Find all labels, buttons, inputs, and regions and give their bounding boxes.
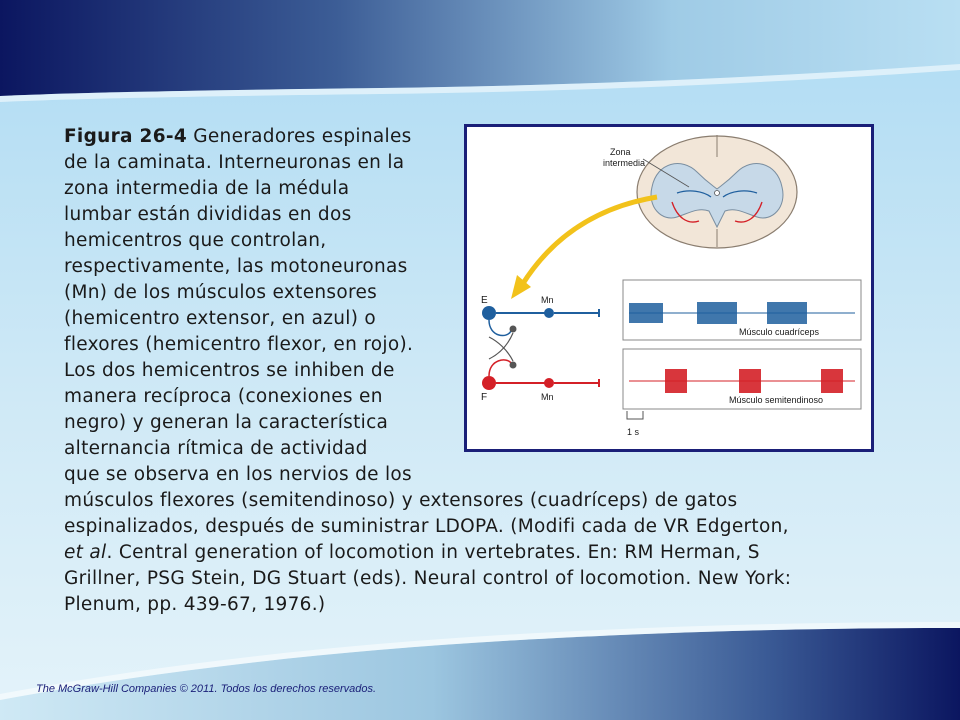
caption-line: Los dos hemicentros se inhiben de [64, 360, 395, 381]
semitendinosus-label: Músculo semitendinoso [729, 395, 823, 405]
caption-line: hemicentros que controlan, [64, 230, 327, 251]
caption-line: manera recíproca (conexiones en [64, 386, 383, 407]
spinal-cord-cross-section [636, 135, 798, 249]
caption-line: Plenum, pp. 439-67, 1976.) [64, 594, 326, 615]
scale-bar [626, 411, 644, 420]
neuron-circuit [482, 306, 600, 390]
figure-illustration: Zona intermedia E F Mn Mn [481, 135, 862, 437]
caption-line: que se observa en los nervios de los [64, 464, 412, 485]
scale-label: 1 s [627, 427, 640, 437]
caption-line: de la caminata. Interneuronas en la [64, 152, 405, 173]
caption-line: (hemicentro extensor, en azul) o [64, 308, 377, 329]
quadriceps-label: Músculo cuadríceps [739, 327, 820, 337]
caption-line: negro) y generan la característica [64, 412, 389, 433]
zone-label-line1: Zona [610, 147, 631, 157]
copyright-footer: The McGraw-Hill Companies © 2011. Todos … [36, 683, 377, 695]
curved-arrow [519, 194, 658, 287]
caption-line: músculos flexores (semitendinoso) y exte… [64, 490, 738, 511]
caption-line: zona intermedia de la médula [64, 178, 350, 199]
extensor-label: E [481, 295, 488, 306]
flexor-label: F [481, 392, 487, 403]
caption-line: et al. Central generation of locomotion … [64, 542, 760, 563]
zone-label-line2: intermedia [603, 158, 645, 168]
figure-label: Figura 26-4 [64, 126, 188, 147]
caption-italic: et al [64, 542, 107, 563]
semitendinosus-trace-panel [622, 348, 862, 410]
caption-line: Figura 26-4 Generadores espinales [64, 126, 412, 147]
caption-line: alternancia rítmica de actividad [64, 438, 368, 459]
caption-line: Grillner, PSG Stein, DG Stuart (eds). Ne… [64, 568, 792, 589]
curved-arrow-head [511, 275, 531, 299]
motoneuron-label-top: Mn [541, 295, 554, 305]
caption-line: lumbar están divididas en dos [64, 204, 352, 225]
figure-panel: Zona intermedia E F Mn Mn [464, 124, 874, 452]
caption-line: espinalizados, después de suministrar LD… [64, 516, 789, 537]
caption-line: flexores (hemicentro flexor, en rojo). [64, 334, 414, 355]
caption-line: respectivamente, las motoneuronas [64, 256, 408, 277]
motoneuron-label-bottom: Mn [541, 392, 554, 402]
quadriceps-trace-panel [622, 279, 862, 341]
caption-line: (Mn) de los músculos extensores [64, 282, 378, 303]
